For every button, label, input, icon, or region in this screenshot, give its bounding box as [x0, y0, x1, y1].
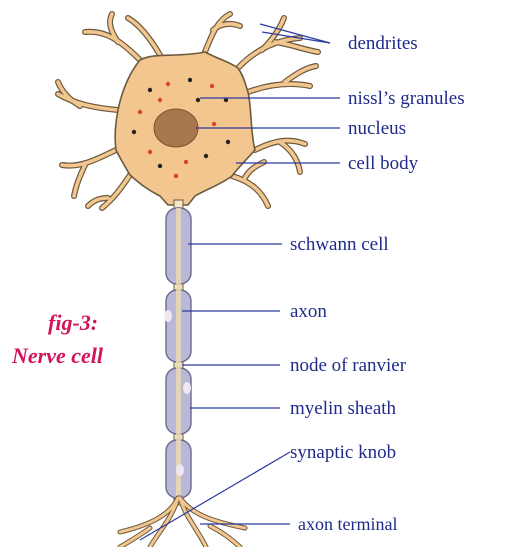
- label-synaptic-knob: synaptic knob: [290, 443, 396, 462]
- figure-number: fig-3:: [48, 312, 98, 334]
- label-dendrites: dendrites: [348, 34, 418, 53]
- label-nucleus: nucleus: [348, 119, 406, 138]
- label-schwann-cell: schwann cell: [290, 235, 389, 254]
- figure-title: Nerve cell: [12, 345, 103, 367]
- label-axon-terminal: axon terminal: [298, 515, 397, 533]
- label-nissl-granules: nissl’s granules: [348, 89, 465, 108]
- label-myelin-sheath: myelin sheath: [290, 399, 396, 418]
- label-cell-body: cell body: [348, 154, 418, 173]
- nucleus-shape: [154, 109, 198, 147]
- label-node-of-ranvier: node of ranvier: [290, 356, 406, 375]
- label-axon: axon: [290, 302, 327, 321]
